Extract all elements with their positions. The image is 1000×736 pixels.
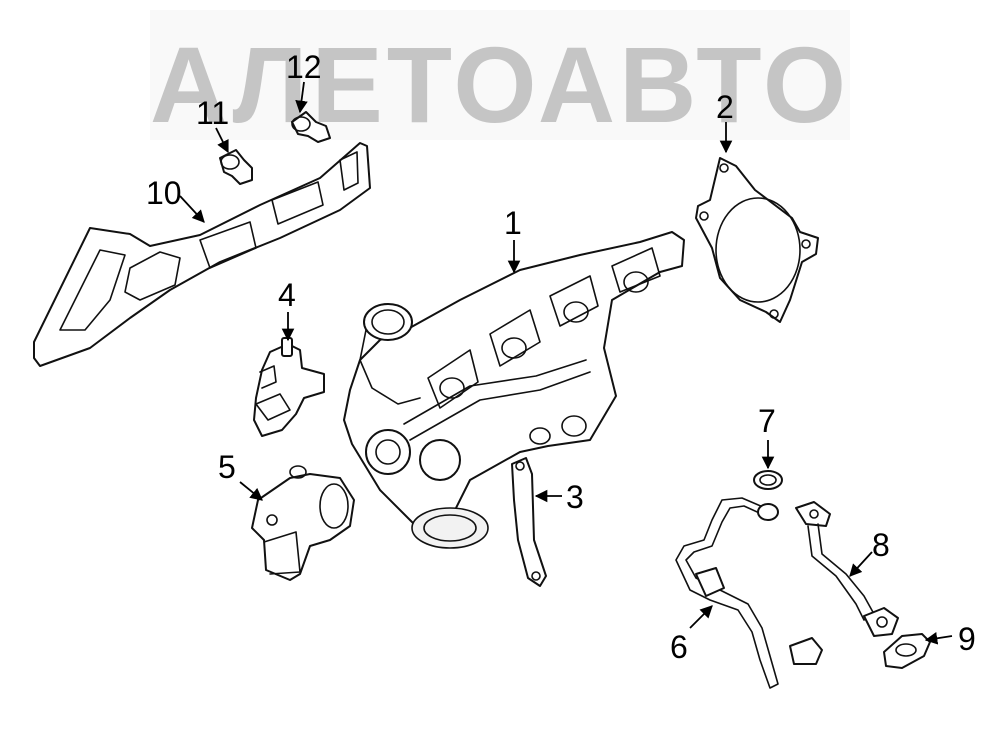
callout-9: 9	[958, 621, 976, 657]
leader-12	[295, 81, 308, 114]
callout-3: 3	[566, 479, 584, 515]
callout-labels: 1 2 3 4 5 6 7 8 9 10 11 12	[146, 49, 976, 665]
callout-11: 11	[196, 95, 229, 131]
part-3-bracket	[511, 457, 547, 587]
callout-8: 8	[872, 527, 890, 563]
watermark-text: АЛЕТОАВТО	[150, 24, 850, 145]
part-8-return-line	[795, 501, 899, 637]
callout-1: 1	[504, 205, 522, 241]
part-9-gasket	[883, 633, 931, 669]
leader-11	[215, 127, 229, 154]
leader-5	[239, 481, 263, 501]
leader-lines	[179, 81, 953, 645]
leader-8	[849, 551, 873, 577]
part-2-gasket	[695, 157, 819, 323]
part-11-bolt	[219, 149, 253, 185]
part-4-solenoid-valve	[253, 337, 325, 437]
callout-10: 10	[146, 175, 182, 211]
callout-5: 5	[218, 449, 236, 485]
leader-6	[689, 605, 713, 629]
leader-10	[179, 195, 205, 223]
watermark-logo: АЛЕТОАВТО	[150, 10, 850, 145]
part-12-bolt	[291, 111, 331, 143]
leader-9	[924, 632, 953, 645]
callout-12: 12	[286, 49, 322, 85]
part-7-seal-ring	[753, 470, 783, 490]
part-1-turbocharger-manifold	[343, 231, 685, 549]
callout-2: 2	[716, 89, 734, 125]
part-5-actuator	[251, 465, 355, 581]
part-10-heat-shield	[33, 142, 371, 367]
callout-4: 4	[278, 277, 296, 313]
part-6-oil-line	[675, 497, 823, 689]
callout-7: 7	[758, 403, 776, 439]
callout-6: 6	[670, 629, 688, 665]
